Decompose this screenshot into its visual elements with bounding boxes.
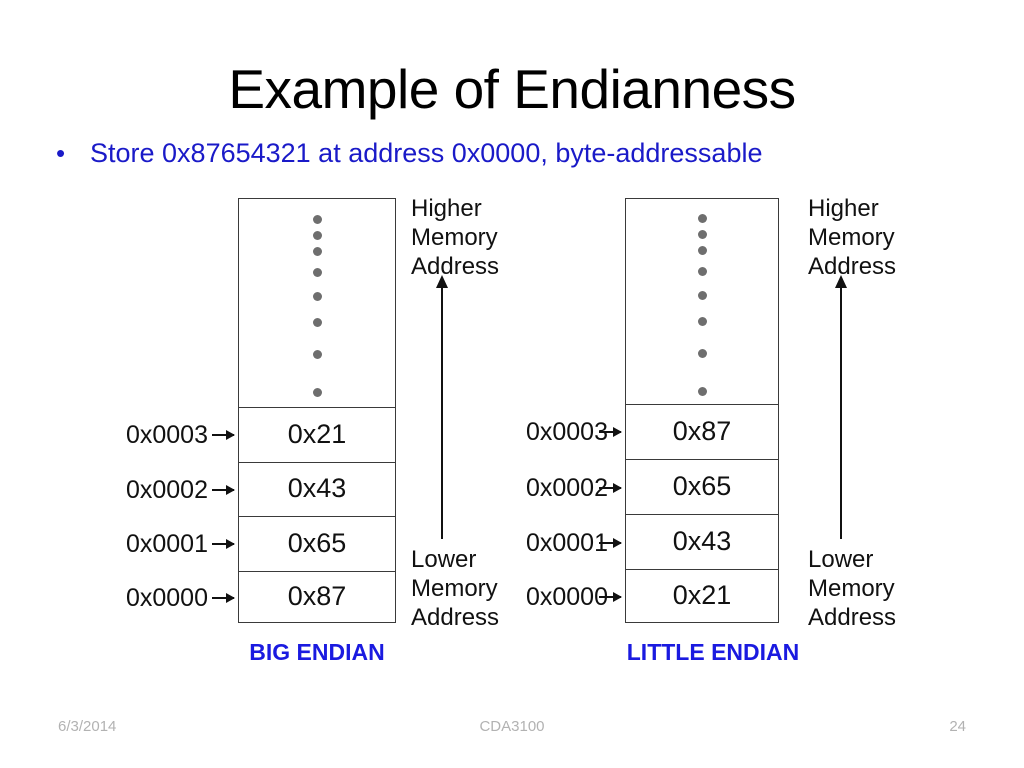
memory-cell: 0x21 [239, 407, 395, 462]
footer-course-code: CDA3100 [479, 718, 545, 735]
ellipsis-dot [698, 214, 707, 223]
address-label: 0x0001 [525, 529, 608, 557]
address-pointer-arrow [599, 483, 622, 493]
lower-label-line: Lower [411, 546, 477, 573]
higher-label-line: Address [808, 253, 897, 280]
page-title: Example of Endianness [228, 58, 796, 120]
lower-memory-address-label: Lower Memory Address [411, 545, 499, 632]
lower-memory-address-label: Lower Memory Address [808, 545, 896, 632]
address-pointer-arrow [212, 539, 235, 549]
ellipsis-dot [313, 350, 322, 359]
slide-footer: 6/3/2014 CDA3100 24 [0, 718, 1024, 742]
address-pointer-arrow [599, 538, 622, 548]
lower-label-line: Address [411, 604, 500, 631]
ellipsis-dot [698, 267, 707, 276]
higher-memory-address-label: Higher Memory Address [808, 194, 896, 281]
memory-column-big-endian: 0x21 0x43 0x65 0x87 [238, 198, 396, 623]
higher-label-line: Higher [808, 195, 879, 222]
higher-label-line: Memory [411, 224, 498, 251]
address-pointer-arrow [599, 427, 622, 437]
memory-cell: 0x43 [239, 462, 395, 516]
higher-label-line: Higher [411, 195, 482, 222]
footer-page-number: 24 [949, 718, 966, 735]
ellipsis-dot [698, 387, 707, 396]
address-label: 0x0002 [125, 476, 208, 504]
memory-cell-value: 0x65 [672, 470, 732, 501]
ellipsis-dot [698, 291, 707, 300]
address-label: 0x0003 [125, 421, 208, 449]
memory-ellipsis-big-endian [239, 199, 397, 407]
higher-label-line: Address [411, 253, 500, 280]
ellipsis-dot [313, 388, 322, 397]
memory-cell: 0x87 [626, 404, 778, 459]
higher-label-line: Memory [808, 224, 895, 251]
memory-cell: 0x65 [626, 459, 778, 514]
address-label: 0x0000 [525, 583, 608, 611]
address-pointer-arrow [212, 593, 235, 603]
memory-cell: 0x21 [626, 569, 778, 622]
memory-column-little-endian: 0x87 0x65 0x43 0x21 [625, 198, 779, 623]
ellipsis-dot [313, 318, 322, 327]
ellipsis-dot [698, 349, 707, 358]
higher-memory-address-label: Higher Memory Address [411, 194, 499, 281]
address-pointer-arrow [212, 485, 235, 495]
memory-direction-arrow-head [436, 275, 448, 288]
memory-cell-value: 0x43 [287, 473, 347, 503]
little-endian-caption: LITTLE ENDIAN [626, 639, 800, 665]
ellipsis-dot [313, 231, 322, 240]
memory-cell-value: 0x21 [672, 579, 732, 610]
memory-cell: 0x65 [239, 516, 395, 571]
lower-label-line: Lower [808, 546, 874, 573]
memory-cell-value: 0x21 [287, 418, 347, 449]
ellipsis-dot [698, 317, 707, 326]
memory-cell-value: 0x87 [287, 580, 347, 611]
ellipsis-dot [313, 247, 322, 256]
lower-label-line: Memory [808, 575, 895, 602]
ellipsis-dot [313, 215, 322, 224]
big-endian-caption: BIG ENDIAN [249, 639, 385, 665]
ellipsis-dot [698, 230, 707, 239]
ellipsis-dot [313, 268, 322, 277]
bullet-list: • Store 0x87654321 at address 0x0000, by… [50, 136, 980, 170]
memory-direction-arrow-shaft [840, 286, 842, 539]
address-label: 0x0001 [125, 530, 208, 558]
bullet-marker-icon: • [56, 138, 66, 168]
memory-direction-arrow-head [835, 275, 847, 288]
ellipsis-dot [313, 292, 322, 301]
memory-cell-value: 0x87 [672, 415, 732, 446]
memory-cell-value: 0x43 [672, 525, 732, 556]
address-pointer-arrow [599, 592, 622, 602]
memory-direction-arrow-shaft [441, 286, 443, 539]
memory-cell: 0x87 [239, 571, 395, 622]
memory-cell-value: 0x65 [287, 527, 347, 558]
bullet-item-text: Store 0x87654321 at address 0x0000, byte… [90, 138, 763, 168]
lower-label-line: Memory [411, 575, 498, 602]
address-label: 0x0000 [125, 584, 208, 612]
memory-cell: 0x43 [626, 514, 778, 569]
ellipsis-dot [698, 246, 707, 255]
footer-date: 6/3/2014 [58, 718, 117, 735]
address-label: 0x0003 [525, 418, 608, 446]
memory-ellipsis-little-endian [626, 199, 780, 404]
address-pointer-arrow [212, 430, 235, 440]
address-label: 0x0002 [525, 474, 608, 502]
lower-label-line: Address [808, 604, 897, 631]
